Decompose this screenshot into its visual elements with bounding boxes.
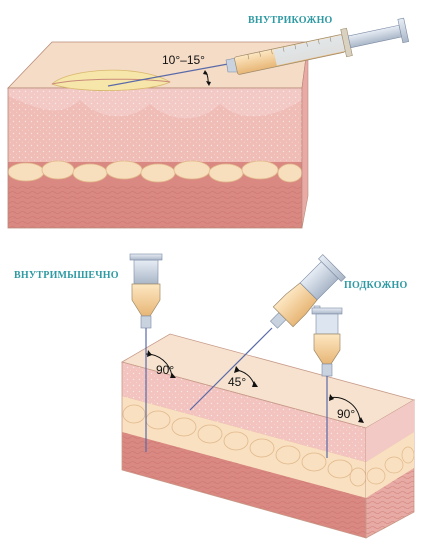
bottom-skin-block: [120, 333, 416, 539]
subcutaneous-vertical-syringe: [311, 305, 364, 458]
angle-subcutaneous-oblique: 45°: [228, 375, 246, 389]
label-intradermal: ВНУТРИКОЖНО: [248, 15, 333, 26]
intradermal-syringe: [107, 17, 410, 87]
label-subcutaneous: ПОДКОЖНО: [344, 280, 408, 291]
intradermal-skin-block: [7, 41, 309, 229]
subcutaneous-oblique-syringe: [189, 254, 346, 411]
intramuscular-syringe: [129, 253, 176, 452]
angle-intradermal: 10°–15°: [162, 53, 205, 67]
angle-subcutaneous-vertical: 90°: [337, 407, 355, 421]
angle-intramuscular: 90°: [156, 363, 174, 377]
label-intramuscular: ВНУТРИМЫШЕЧНО: [14, 270, 119, 281]
